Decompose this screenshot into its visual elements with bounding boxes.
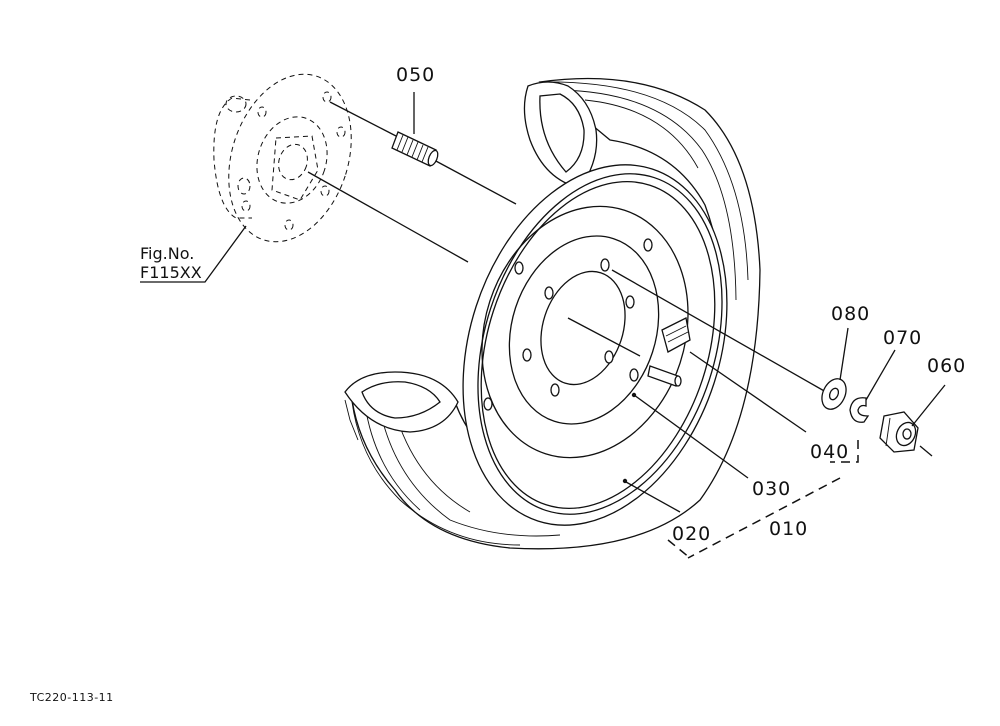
bracket-040 [830,440,859,463]
wheel-nut [879,411,919,453]
leader-060 [911,384,946,427]
part-label-010: 010 [769,518,809,540]
part-label-030: 030 [752,478,792,500]
stud-leader-wheel [433,159,517,205]
hub-outline [213,73,352,243]
drawing-code: TC220-113-11 [30,691,114,704]
leader-070 [865,349,896,401]
part-label-050: 050 [396,64,436,86]
hub-leader-lower [307,171,469,263]
hub-leader-stud [329,101,397,137]
spring-washer [849,397,870,423]
fig-ref-line2: F115XX [140,263,202,282]
leader-040 [689,351,807,433]
rim-bolt-holes [483,238,653,411]
fig-ref-label: Fig.No. F115XX [140,244,202,282]
part-label-020: 020 [672,523,712,545]
bracket-010 [687,477,841,559]
leader-020 [625,481,681,513]
axis-line-inner [567,317,641,357]
leader-080 [839,327,849,381]
part-label-070: 070 [883,327,923,349]
tire-valve [647,317,691,387]
washer [821,378,847,410]
part-label-040: 040 [810,441,850,463]
wheel-rim [462,164,728,526]
bracket-010-end [667,539,691,559]
stud-bolt [391,131,439,167]
axis-line-080 [611,269,827,393]
tire [344,77,761,550]
fig-ref-line1: Fig.No. [140,244,195,263]
part-label-060: 060 [927,355,967,377]
leader-030 [633,394,749,479]
fig-ref-leader [140,225,247,283]
part-label-080: 080 [831,303,871,325]
